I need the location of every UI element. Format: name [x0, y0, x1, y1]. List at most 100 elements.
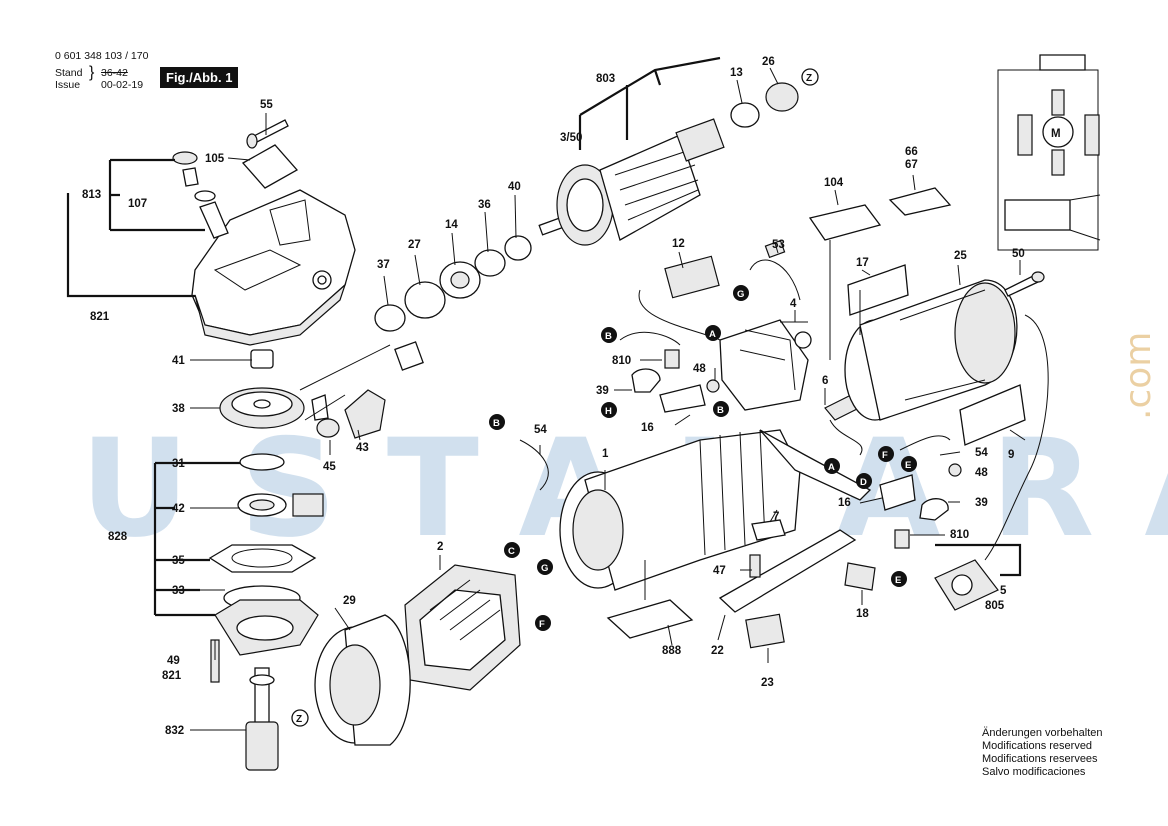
marker-g-1: G: [733, 285, 749, 301]
marker-z-bottom: Z: [291, 709, 309, 727]
label-35: 35: [172, 555, 185, 567]
label-26: 26: [762, 56, 775, 68]
label-6: 6: [822, 375, 828, 387]
marker-f-1: F: [878, 446, 894, 462]
svg-text:D: D: [860, 477, 867, 488]
connection-markers: Z Z A A B B B C D E E F F G G H: [291, 68, 917, 727]
motor-housing-1: [559, 429, 801, 591]
spring-18: [844, 562, 876, 591]
lock-button: [172, 151, 198, 165]
label-48-right: 48: [975, 467, 988, 479]
screw-47: [749, 554, 761, 578]
leader-lines-pinion: [299, 344, 391, 421]
marker-e-2: E: [891, 571, 907, 587]
label-13: 13: [730, 67, 743, 79]
fan-guide-29: [314, 614, 411, 746]
marker-c: C: [504, 542, 520, 558]
label-828: 828: [108, 531, 128, 543]
switch-rod: [759, 429, 872, 501]
label-832: 832: [165, 725, 184, 737]
bearing-26: [765, 82, 799, 112]
svg-text:M: M: [1051, 128, 1061, 140]
issue-label: Issue: [55, 79, 81, 91]
label-38: 38: [172, 403, 185, 415]
bearing-37: [374, 304, 406, 332]
brush-spring-39-right: [919, 498, 949, 521]
brush-wire-810: [619, 331, 681, 346]
marker-g-2: G: [537, 559, 553, 575]
mod-line-fr: Modifications reservees: [982, 753, 1098, 765]
brush-holder-16: [659, 384, 706, 413]
bracket-828: [153, 461, 240, 617]
svg-text:E: E: [895, 575, 901, 586]
retaining-ring-31: [239, 453, 285, 471]
marker-b-2: B: [713, 401, 729, 417]
issue-value: 00-02-19: [101, 79, 144, 91]
modifications-note: Änderungen vorbehalten Modifications res…: [982, 727, 1102, 779]
marker-h: H: [601, 402, 617, 418]
part-7: [751, 519, 786, 541]
marker-b-3: B: [489, 414, 505, 430]
svg-text:A: A: [828, 462, 835, 473]
svg-text:B: B: [605, 331, 612, 342]
label-104: 104: [824, 177, 844, 189]
label-45: 45: [323, 461, 336, 473]
label-2: 2: [437, 541, 443, 553]
label-67: 67: [905, 159, 918, 171]
label-16-left: 16: [641, 422, 654, 434]
circlip-40: [504, 235, 532, 261]
marker-z-top: Z: [801, 68, 819, 86]
label-803: 803: [596, 73, 615, 85]
label-821-top: 821: [90, 311, 110, 323]
label-17: 17: [856, 257, 869, 269]
label-25: 25: [954, 250, 967, 262]
label-9: [959, 384, 1026, 446]
label-888: 888: [662, 645, 682, 657]
label-105: 105: [205, 153, 225, 165]
svg-text:A: A: [709, 329, 716, 340]
label-18: 18: [856, 608, 869, 620]
label-805: 805: [985, 600, 1005, 612]
carbon-brush-810-right: [894, 529, 910, 549]
gasket-35: [208, 544, 317, 573]
switch-body: [719, 319, 809, 411]
stand-value: 36-42: [101, 67, 128, 79]
slide-button-23: [745, 613, 785, 649]
mod-line-es: Salvo modificaciones: [982, 766, 1086, 778]
svg-text:B: B: [493, 418, 500, 429]
wiring-diagram: M: [997, 54, 1101, 251]
label-31: 31: [172, 458, 185, 470]
mod-line-de: Änderungen vorbehalten: [982, 727, 1103, 739]
label-821-bottom: 821: [162, 670, 182, 682]
leader-lines: [190, 67, 1026, 731]
needle-bearing-41: [250, 349, 274, 369]
label-33: 33: [172, 585, 185, 597]
part-labels: 55 105 813 107 821 41 38 31 42 828 35 33…: [82, 56, 1025, 737]
switch-12: [664, 255, 720, 299]
mod-line-en: Modifications reserved: [982, 740, 1093, 752]
wire-a: [829, 419, 863, 456]
label-48-left: 48: [693, 363, 706, 375]
figure-label: Fig./Abb. 1: [160, 67, 239, 88]
brush-spring-39: [631, 368, 661, 393]
lock-pin: [199, 201, 229, 239]
label-49: 49: [167, 655, 180, 667]
slide-bar-22: [718, 529, 857, 613]
field-coil-2: [404, 564, 521, 691]
part-number: 0 601 348 103 / 170: [55, 50, 149, 62]
marker-a-1: A: [705, 325, 721, 341]
bracket-813: [108, 158, 205, 232]
label-14: 14: [445, 219, 458, 231]
marker-b-1: B: [601, 327, 617, 343]
label-40: 40: [508, 181, 521, 193]
label-54-left: 54: [534, 424, 547, 436]
label-39-right: 39: [975, 497, 988, 509]
label-5: 5: [1000, 585, 1007, 597]
marker-d: D: [856, 473, 872, 489]
label-39-left: 39: [596, 385, 609, 397]
screw-48: [706, 379, 720, 393]
brush-holder-16-right: [879, 474, 916, 511]
label-810-right: 810: [950, 529, 969, 541]
marker-f-2: F: [535, 615, 551, 631]
label-4: 4: [790, 298, 797, 310]
